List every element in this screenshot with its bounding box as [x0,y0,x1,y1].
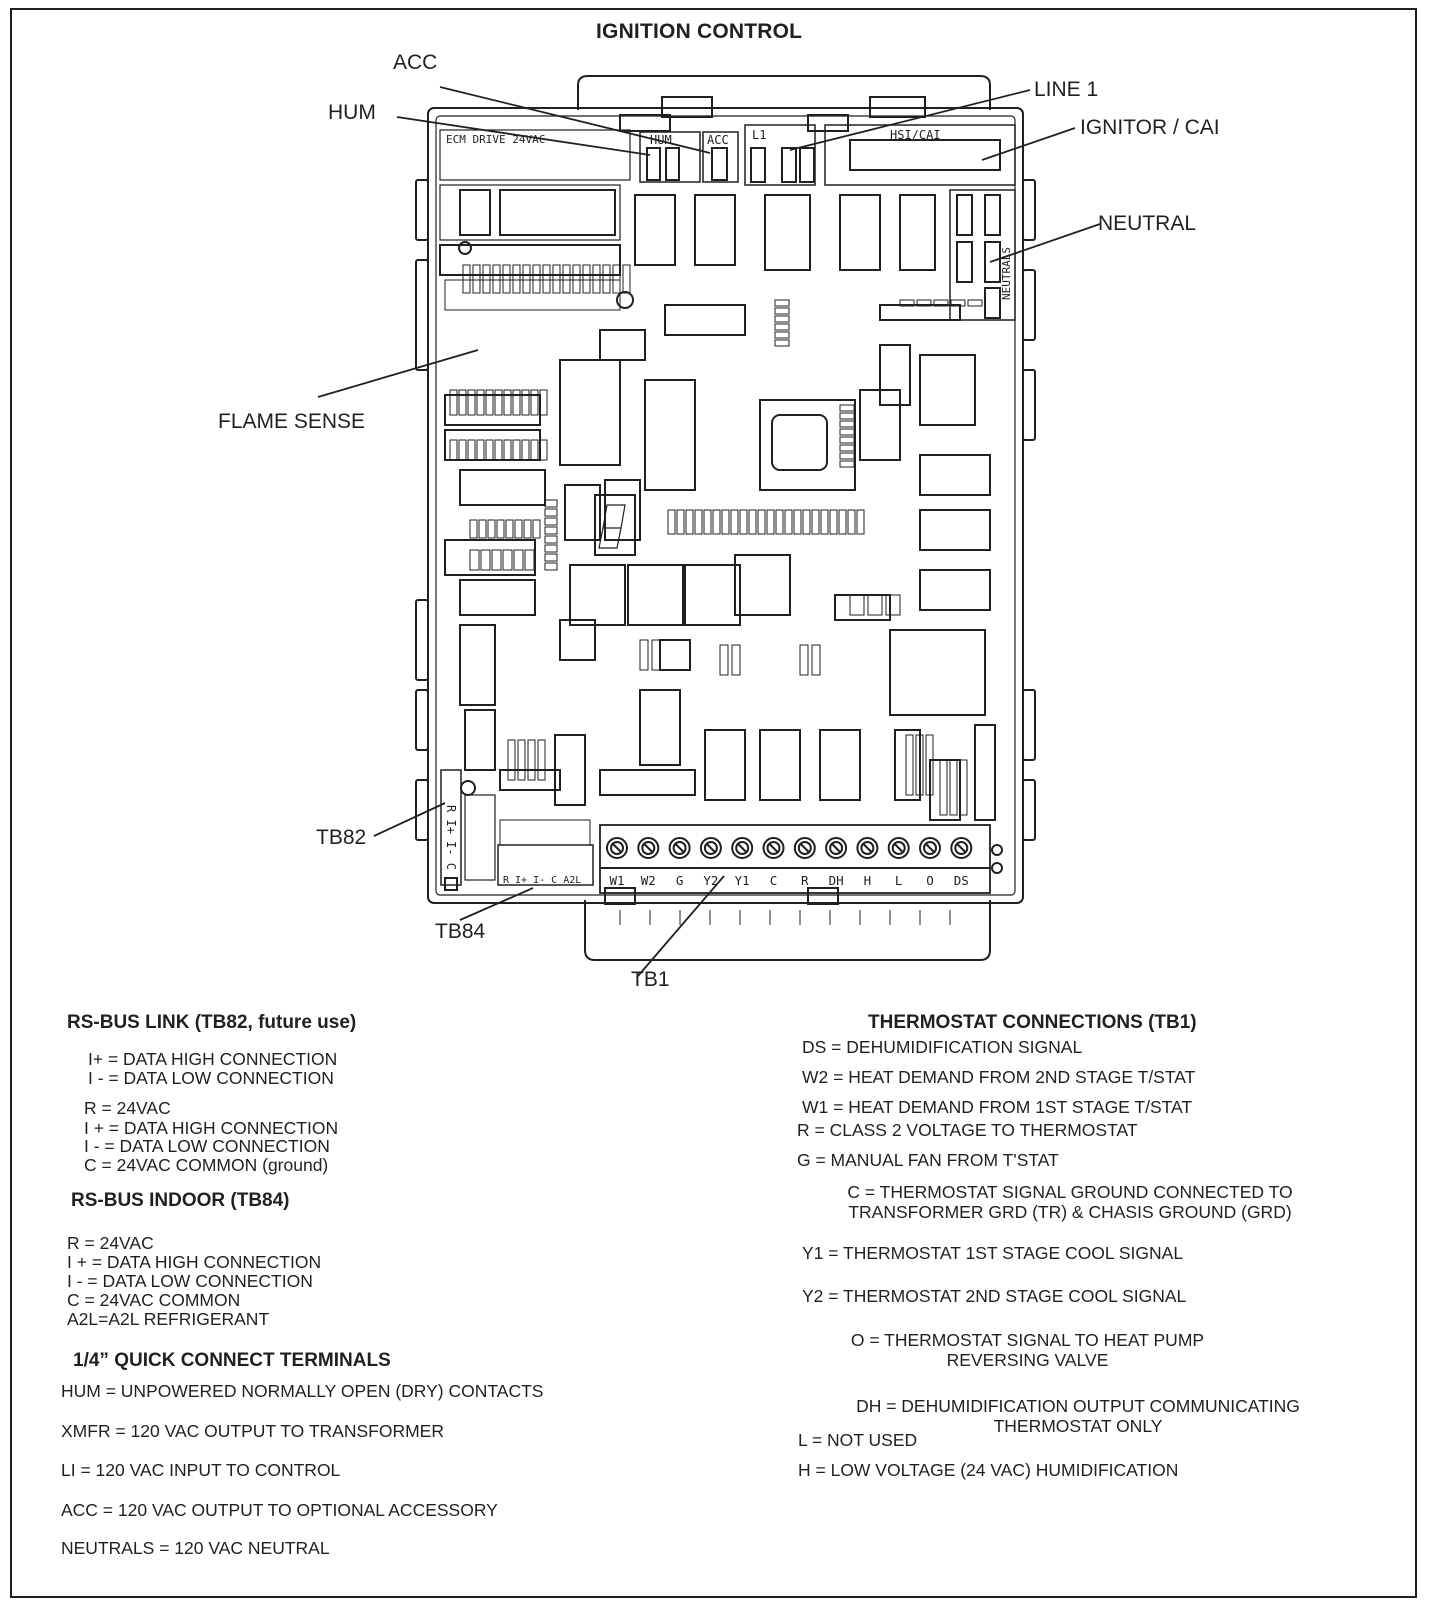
tb1-screw [825,837,848,859]
tb1-terminal-label: W1 [609,873,624,888]
tb1-screw [699,837,722,859]
top-tab [577,75,991,110]
callout-line1: LINE 1 [1034,78,1099,101]
rs-bus-indoor-item: A2L=A2L REFRIGERANT [67,1309,270,1329]
tb1-screw [856,837,879,859]
thermostat-item: G = MANUAL FAN FROM T'STAT [797,1150,1059,1170]
quick-connect-item: LI = 120 VAC INPUT TO CONTROL [61,1460,341,1480]
rs-bus-indoor-item: C = 24VAC COMMON [67,1290,241,1310]
tb1-screw-head [829,841,844,855]
tb1-screw [919,837,941,859]
rs-bus-link-item: R = 24VAC [84,1098,171,1118]
tb1-screw [950,837,973,859]
callout-ignitor: IGNITOR / CAI [1080,116,1220,139]
board-housing [427,107,1024,904]
thermostat-item: Y2 = THERMOSTAT 2ND STAGE COOL SIGNAL [802,1286,1187,1306]
board-ecm-label: ECM DRIVE 24VAC [446,133,545,146]
tb1-screw-group [606,837,973,859]
leader-lines [317,86,1101,977]
tb1-screw-head [735,841,750,855]
thermostat-item: W1 = HEAT DEMAND FROM 1ST STAGE T/STAT [802,1097,1193,1117]
callout-tb1: TB1 [631,968,670,991]
tb1-screw [731,837,754,859]
rs-bus-link-item: I - = DATA LOW CONNECTION [84,1136,330,1156]
rs-bus-link-item: I+ = DATA HIGH CONNECTION [88,1049,338,1069]
tb1-screw [606,837,628,859]
tb1-terminal-label: L [895,873,903,888]
board-l1-label: L1 [752,128,766,142]
tb1-screw [668,837,691,859]
tb1-screw-head [923,841,937,855]
callout-tb82: TB82 [316,826,367,849]
tb1-terminal-label: Y1 [735,873,750,888]
quick-connect-item: HUM = UNPOWERED NORMALLY OPEN (DRY) CONT… [61,1381,544,1401]
callout-neutral: NEUTRAL [1098,212,1197,235]
board-acc-label: ACC [707,133,729,147]
thermostat-item: W2 = HEAT DEMAND FROM 2ND STAGE T/STAT [802,1067,1196,1087]
thermostat-item: DH = DEHUMIDIFICATION OUTPUT COMMUNICATI… [856,1396,1300,1436]
thermostat-item: O = THERMOSTAT SIGNAL TO HEAT PUMP REVER… [850,1330,1205,1370]
tb1-screw-head [766,841,781,855]
tb1-screw [887,837,910,859]
board-hum-label: HUM [650,133,672,147]
tb1-screw [762,837,785,859]
board-tb84-label: R I+ I- C A2L [503,875,581,886]
rs-bus-link-heading: RS-BUS LINK (TB82, future use) [67,1012,357,1033]
tb1-screw [637,837,660,859]
tb1-terminal-label: C [770,873,778,888]
diagram-frame [10,8,1417,1598]
quick-connect-heading: 1/4” QUICK CONNECT TERMINALS [73,1350,391,1371]
callout-flame-sense: FLAME SENSE [218,410,366,433]
tb1-terminal-label: G [676,873,684,888]
tb1-screw-head [672,841,687,855]
tb1-terminal-label: H [864,873,872,888]
thermostat-heading: THERMOSTAT CONNECTIONS (TB1) [868,1012,1197,1033]
board-neutrals-label: NEUTRALS [1000,247,1013,300]
thermostat-item: C = THERMOSTAT SIGNAL GROUND CONNECTED T… [847,1182,1293,1222]
tb1-screw-head [610,841,624,855]
quick-connect-item: ACC = 120 VAC OUTPUT TO OPTIONAL ACCESSO… [61,1500,498,1520]
thermostat-item: L = NOT USED [798,1430,918,1450]
tb1-screw [793,837,816,859]
thermostat-item: R = CLASS 2 VOLTAGE TO THERMOSTAT [797,1120,1138,1140]
callout-acc: ACC [393,51,438,74]
board-tb82-label: R I+ I- C [444,805,458,870]
diagram-title: IGNITION CONTROL [596,20,803,43]
rs-bus-indoor-item: I + = DATA HIGH CONNECTION [67,1252,322,1272]
rs-bus-link-item: I + = DATA HIGH CONNECTION [84,1118,339,1138]
tb1-terminal-label: R [801,873,809,888]
quick-connect-item: NEUTRALS = 120 VAC NEUTRAL [61,1538,330,1558]
tb1-terminal-label: DS [954,873,969,888]
tb1-terminal-label: O [926,873,934,888]
tb1-screw-head [860,841,875,855]
tb1-screw-head [954,841,969,855]
rs-bus-indoor-item: R = 24VAC [67,1233,154,1253]
tb1-terminal-label: DH [829,873,844,888]
tb1-screw-head [641,841,656,855]
callout-tb84: TB84 [435,920,486,943]
thermostat-item: Y1 = THERMOSTAT 1ST STAGE COOL SIGNAL [802,1243,1184,1263]
thermostat-item: H = LOW VOLTAGE (24 VAC) HUMIDIFICATION [798,1460,1179,1480]
tb1-terminal-label: W2 [641,873,656,888]
rs-bus-indoor-item: I - = DATA LOW CONNECTION [67,1271,313,1291]
bottom-tab [584,900,991,961]
tb1-screw-head [703,841,718,855]
rs-bus-link-item: I - = DATA LOW CONNECTION [88,1068,334,1088]
callout-hum: HUM [328,101,376,124]
rs-bus-indoor-heading: RS-BUS INDOOR (TB84) [71,1190,290,1211]
rs-bus-link-item: C = 24VAC COMMON (ground) [84,1155,329,1175]
tb1-screw-head [797,841,812,855]
thermostat-item: DS = DEHUMIDIFICATION SIGNAL [802,1037,1083,1057]
tb1-screw-head [891,841,906,855]
quick-connect-item: XMFR = 120 VAC OUTPUT TO TRANSFORMER [61,1421,444,1441]
board-hsi-label: HSI/CAI [890,128,941,142]
tb1-terminal-label: Y2 [703,873,718,888]
